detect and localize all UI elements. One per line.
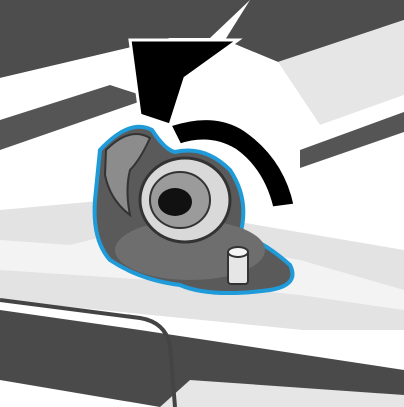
cap-hole [158, 188, 192, 216]
nozzle-post-top [228, 247, 248, 257]
